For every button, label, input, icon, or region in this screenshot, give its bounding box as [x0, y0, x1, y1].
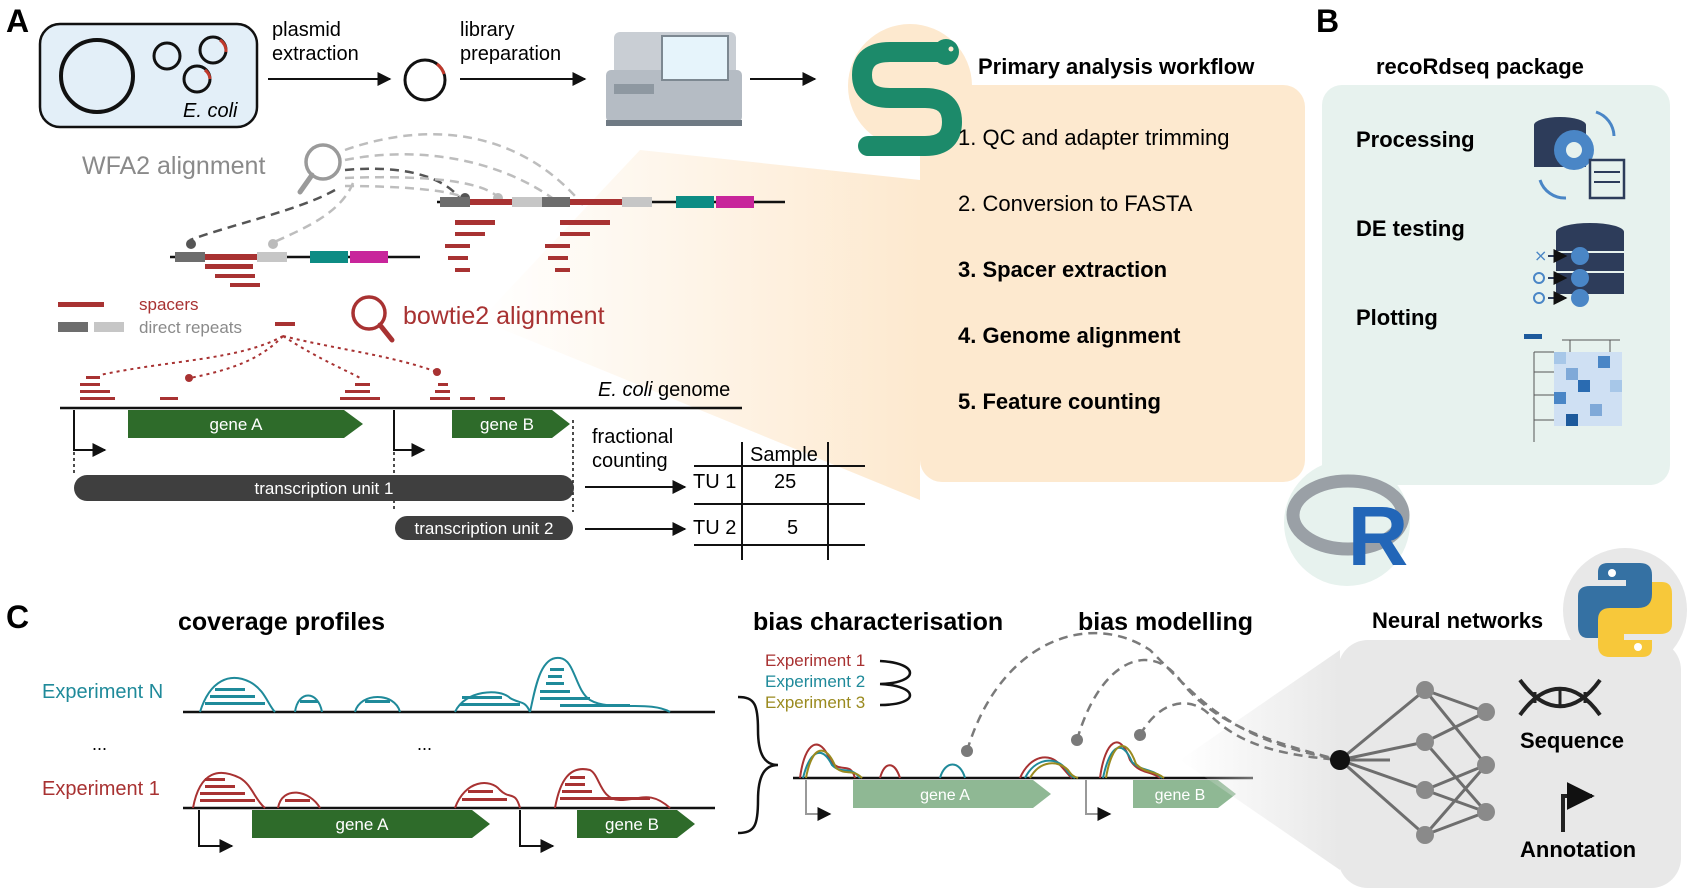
ecoli-label: E. coli [183, 100, 238, 122]
rpkg-item-de-testing: DE testing [1356, 216, 1465, 241]
tu1-bar [74, 475, 574, 501]
table-header: Sample [750, 444, 818, 466]
sequencer-icon [606, 32, 742, 126]
workflow-step-4: 4. Genome alignment [958, 323, 1181, 348]
dna-icon [1518, 678, 1602, 717]
experiment-n-label: Experiment N [42, 681, 163, 703]
bowtie2-label: bowtie2 alignment [403, 302, 605, 330]
fractional-line1: fractional [592, 426, 673, 448]
gene-a-label: gene A [210, 415, 264, 434]
experiment-1-label: Experiment 1 [42, 778, 160, 800]
coverage-experiment-n [199, 656, 671, 713]
gene-b-arrow [452, 410, 570, 438]
bias-gene-b-arrow [1133, 780, 1236, 808]
svg-text:R: R [1348, 489, 1409, 583]
genome-label: E. coli genome [598, 379, 730, 401]
nn-fan [1180, 650, 1340, 870]
table-row-1-value: 25 [774, 471, 796, 493]
c-gene-a-label: gene A [336, 815, 390, 834]
workflow-title: Primary analysis workflow [978, 54, 1255, 79]
bias-gene-b-label: gene B [1155, 787, 1206, 804]
c-gene-b-label: gene B [605, 815, 659, 834]
legend-direct-repeats: direct repeats [139, 318, 242, 337]
ellipsis-middle: ... [417, 734, 432, 754]
nn-title: Neural networks [1372, 608, 1543, 633]
fractional-line2: counting [592, 450, 668, 472]
bias-exp-1: Experiment 1 [765, 651, 865, 670]
workflow-step-2: 2. Conversion to FASTA [958, 191, 1193, 216]
plasmid-1 [152, 41, 182, 71]
legend-spacers: spacers [139, 295, 199, 314]
bias-gene-a-label: gene A [920, 787, 970, 804]
gene-a-arrow [128, 410, 363, 438]
plotting-heatmap-icon [1524, 334, 1622, 442]
annotation-label: Annotation [1520, 837, 1636, 862]
table-row-2-label: TU 2 [693, 517, 736, 539]
python-logo-icon [1578, 563, 1672, 657]
extracted-plasmid [403, 58, 447, 102]
table-row-1-label: TU 1 [693, 471, 736, 493]
magnifier-red-icon [351, 295, 395, 343]
rpkg-item-processing: Processing [1356, 127, 1475, 152]
rpkg-item-plotting: Plotting [1356, 305, 1438, 330]
svg-text:×: × [1534, 246, 1547, 265]
step1-line1: plasmid [272, 19, 341, 41]
bias-exp-3: Experiment 3 [765, 693, 865, 712]
workflow-step-3: 3. Spacer extraction [958, 257, 1167, 282]
nn-diagram [1339, 688, 1488, 837]
tu1-label: transcription unit 1 [255, 479, 394, 498]
bias-exp-2: Experiment 2 [765, 672, 865, 691]
workflow-box [920, 85, 1305, 482]
tu2-label: transcription unit 2 [415, 519, 554, 538]
count-table [694, 442, 865, 560]
workflow-step-5: 5. Feature counting [958, 389, 1161, 414]
c-gene-a-arrow [252, 810, 490, 838]
bias-curves [799, 741, 1165, 779]
ecoli-cell [38, 22, 259, 129]
panel-b-label: B [1316, 3, 1339, 39]
gene-b-label: gene B [480, 415, 534, 434]
c-gene-b-arrow [577, 810, 695, 838]
workflow-fan [480, 150, 920, 500]
processing-gear-icon [1534, 110, 1626, 200]
bias-char-title: bias characterisation [753, 608, 1003, 636]
step2-line1: library [460, 19, 514, 41]
coverage-experiment-1 [192, 768, 671, 809]
wfa2-label: WFA2 alignment [82, 152, 265, 180]
panel-a-label: A [6, 3, 29, 39]
step1-line2: extraction [272, 43, 359, 65]
coverage-title: coverage profiles [178, 608, 385, 636]
de-testing-database-icon: × [1533, 223, 1624, 307]
workflow-step-1: 1. QC and adapter trimming [958, 125, 1229, 150]
bias-model-title: bias modelling [1078, 608, 1253, 636]
r-logo-icon: R [1286, 474, 1410, 583]
magnifier-grey-icon [297, 143, 342, 195]
nn-box [1338, 640, 1681, 888]
annotation-arrow-icon [1561, 782, 1595, 832]
curly-brace [737, 695, 779, 835]
nn-dashed-links [965, 631, 1341, 762]
ellipsis-left: ... [92, 734, 107, 754]
tu2-bar [395, 516, 573, 540]
chromosome [59, 38, 135, 114]
bias-gene-a-arrow [853, 780, 1051, 808]
snakemake-logo-icon [851, 39, 963, 156]
step2-line2: preparation [460, 43, 561, 65]
rpkg-title: recoRdseq package [1376, 54, 1584, 79]
table-row-2-value: 5 [787, 517, 798, 539]
sequence-label: Sequence [1520, 728, 1624, 753]
panel-c-label: C [6, 599, 29, 635]
